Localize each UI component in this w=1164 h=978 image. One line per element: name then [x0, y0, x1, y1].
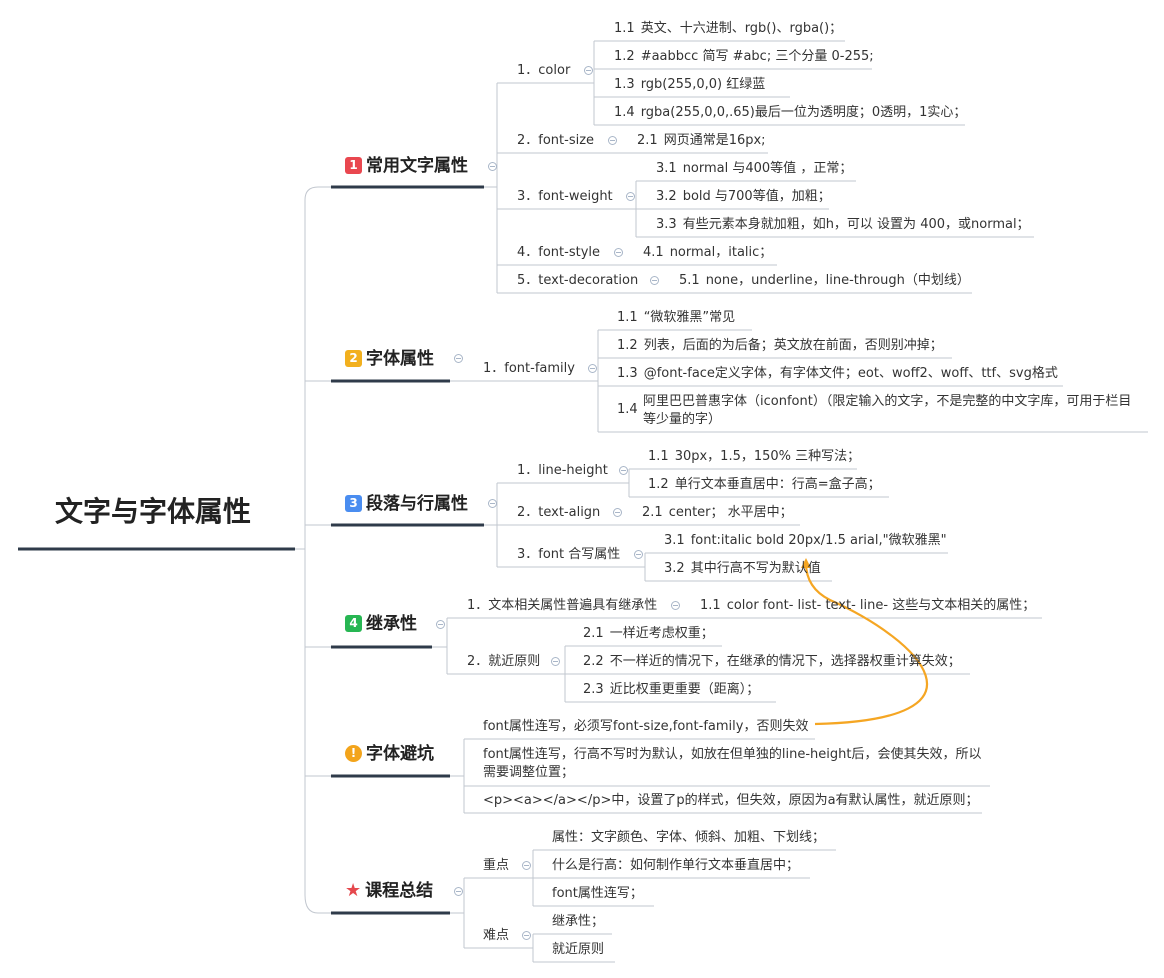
branch-label: 继承性 — [366, 614, 417, 634]
branch-label: 课程总结 — [365, 881, 434, 901]
collapse-icon[interactable] — [619, 466, 628, 475]
badge-3-icon: 3 — [345, 495, 362, 512]
collapse-icon[interactable] — [488, 162, 497, 171]
branch-course-summary[interactable]: ★课程总结 — [345, 880, 433, 902]
badge-4-icon: 4 — [345, 615, 362, 632]
topic-text-align[interactable]: 2．text-align — [517, 505, 601, 520]
pitfall-2[interactable]: font属性连写，行高不写时为默认，如放在但单独的line-height后，会使… — [483, 747, 982, 780]
topic-proximity-rule[interactable]: 2．就近原则 — [467, 654, 541, 669]
relation-arrow — [801, 558, 929, 726]
collapse-icon[interactable] — [634, 550, 643, 559]
key-point-2[interactable]: 什么是行高：如何制作单行文本垂直居中； — [552, 858, 800, 873]
topic-text-decoration[interactable]: 5．text-decoration — [517, 273, 639, 288]
pitfall-3[interactable]: <p><a></a></p>中，设置了p的样式，但失效，原因为a有默认属性，就近… — [483, 793, 979, 808]
topic-line-height[interactable]: 1．line-height — [517, 463, 608, 478]
collapse-icon[interactable] — [613, 508, 622, 517]
collapse-icon[interactable] — [584, 66, 593, 75]
leaf-ff-3[interactable]: 1.3@font-face定义字体，有字体文件；eot、woff2、woff、t… — [617, 366, 1058, 381]
topic-font-style[interactable]: 4．font-style — [517, 245, 601, 260]
collapse-icon[interactable] — [454, 887, 463, 896]
collapse-icon[interactable] — [488, 499, 497, 508]
difficulty-2[interactable]: 就近原则 — [552, 942, 605, 957]
collapse-icon[interactable] — [608, 136, 617, 145]
topic-font-size[interactable]: 2．font-size — [517, 133, 595, 148]
leaf-ff-4[interactable]: 阿里巴巴普惠字体（iconfont）（限定输入的文字，不是完整的中文字库，可用于… — [643, 394, 1132, 427]
branch-label: 常用文字属性 — [366, 156, 468, 176]
collapse-icon[interactable] — [650, 276, 659, 285]
warning-icon: ! — [345, 745, 362, 762]
collapse-icon[interactable] — [436, 620, 445, 629]
pitfall-1[interactable]: font属性连写，必须写font-size,font-family，否则失效 — [483, 719, 809, 734]
leaf-ff-4-num: 1.4 — [617, 402, 638, 417]
topic-font-family[interactable]: 1．font-family — [483, 361, 575, 376]
topic-difficulties[interactable]: 难点 — [483, 928, 510, 943]
topic-font-shorthand[interactable]: 3．font 合写属性 — [517, 547, 621, 562]
collapse-icon[interactable] — [454, 354, 463, 363]
topic-font-weight[interactable]: 3．font-weight — [517, 189, 613, 204]
root-topic[interactable]: 文字与字体属性 — [55, 495, 252, 528]
collapse-icon[interactable] — [671, 601, 680, 610]
collapse-icon[interactable] — [588, 364, 597, 373]
badge-1-icon: 1 — [345, 157, 362, 174]
topic-color[interactable]: 1．color — [517, 63, 571, 78]
collapse-icon[interactable] — [551, 657, 560, 666]
collapse-icon[interactable] — [522, 861, 531, 870]
difficulty-1[interactable]: 继承性； — [552, 914, 605, 929]
topic-inheritance-general[interactable]: 1．文本相关属性普遍具有继承性 — [467, 598, 658, 613]
branch-label: 字体属性 — [366, 349, 434, 369]
topic-key-points[interactable]: 重点 — [483, 858, 510, 873]
key-point-3[interactable]: font属性连写； — [552, 886, 643, 901]
collapse-icon[interactable] — [614, 248, 623, 257]
leaf-ff-1[interactable]: 1.1“微软雅黑”常见 — [617, 310, 736, 325]
collapse-icon[interactable] — [626, 192, 635, 201]
branch-label: 字体避坑 — [366, 744, 434, 764]
badge-2-icon: 2 — [345, 350, 362, 367]
branch-font-pitfalls[interactable]: !字体避坑 — [345, 743, 434, 765]
leaf-1-2[interactable]: 1.2#aabbcc 简写 #abc; 三个分量 0-255; — [614, 49, 874, 64]
collapse-icon[interactable] — [522, 931, 531, 940]
star-icon: ★ — [345, 880, 362, 901]
branch-label: 段落与行属性 — [366, 494, 468, 514]
key-point-1[interactable]: 属性：文字颜色、字体、倾斜、加粗、下划线； — [552, 830, 826, 845]
